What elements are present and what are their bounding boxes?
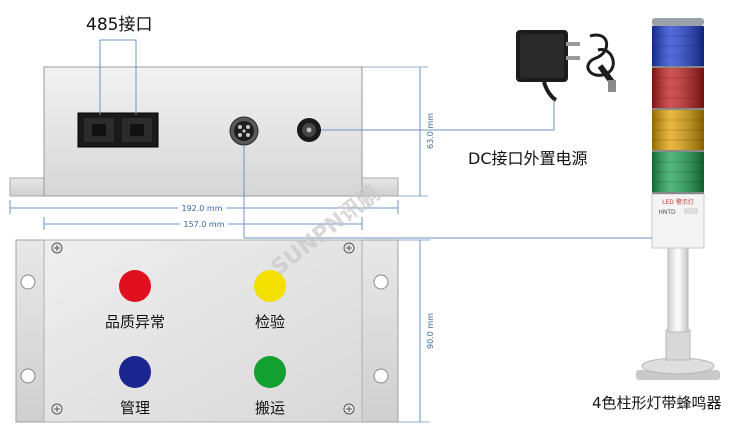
tower-label-text: LED 警示灯	[662, 198, 694, 206]
dimension-width-inner: 157.0 mm	[43, 217, 363, 230]
button-transport-label: 搬运	[255, 399, 285, 417]
device-front-view: 品质异常 检验 管理 搬运	[15, 239, 399, 423]
button-quality[interactable]: 品质异常	[105, 270, 165, 331]
dc-port-label: DC接口外置电源	[468, 149, 588, 168]
mount-hole	[373, 274, 389, 290]
aviation-connector	[229, 116, 259, 146]
tower-tier-shade	[652, 26, 704, 66]
tower-light-label: 4色柱形灯带蜂鸣器	[592, 394, 722, 412]
tower-label-segment	[651, 193, 705, 249]
tower-pole	[667, 247, 689, 333]
button-inspect-lamp[interactable]	[254, 270, 286, 302]
button-transport-lamp[interactable]	[254, 356, 286, 388]
height-front-label: 90.0 mm	[426, 313, 435, 349]
button-manage-label: 管理	[120, 399, 150, 417]
tower-tier-shade	[652, 68, 704, 108]
button-manage-lamp[interactable]	[119, 356, 151, 388]
button-inspect[interactable]: 检验	[254, 270, 286, 331]
tower-light: LED 警示灯 HNTD	[636, 18, 720, 380]
device-side-view	[9, 66, 399, 197]
dc-leader-line	[321, 100, 555, 131]
button-quality-label: 品质异常	[105, 313, 165, 331]
button-transport[interactable]: 搬运	[254, 356, 286, 417]
front-panel	[43, 239, 363, 423]
tower-tier-shade	[652, 152, 704, 192]
dimension-width-total: 192.0 mm	[9, 200, 399, 214]
mount-hole	[20, 274, 36, 290]
button-inspect-label: 检验	[255, 313, 285, 331]
tower-cap	[652, 18, 704, 26]
tower-tier-separator	[652, 108, 704, 110]
dimension-height-front: 90.0 mm	[398, 239, 435, 423]
tower-tier-shade	[652, 110, 704, 150]
tower-tier-separator	[652, 66, 704, 68]
rj45-ports	[77, 112, 159, 148]
height-side-label: 63.0 mm	[426, 113, 435, 149]
port485-label: 485接口	[86, 15, 152, 35]
mount-hole	[20, 368, 36, 384]
width-total-label: 192.0 mm	[181, 204, 222, 213]
dc-jack	[297, 118, 321, 142]
tower-leader-line	[243, 145, 652, 239]
mount-hole	[373, 368, 389, 384]
button-manage[interactable]: 管理	[119, 356, 151, 417]
tower-brand-text: HNTD	[658, 209, 676, 216]
width-inner-label: 157.0 mm	[183, 220, 224, 229]
dimension-height-side: 63.0 mm	[362, 66, 435, 197]
tower-tier-separator	[652, 192, 704, 194]
power-adapter	[516, 30, 616, 102]
button-quality-lamp[interactable]	[119, 270, 151, 302]
tower-tier-separator	[652, 150, 704, 152]
